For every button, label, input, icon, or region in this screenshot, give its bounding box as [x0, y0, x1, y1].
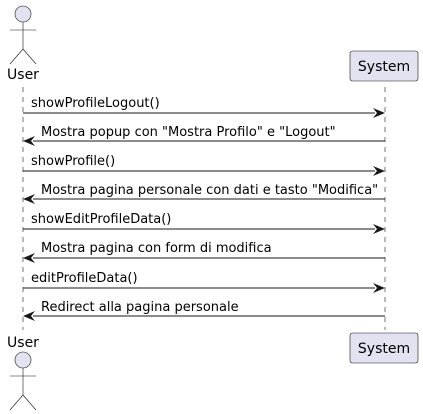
- system-participant-bottom: System: [349, 332, 419, 364]
- message-arrow: Mostra pagina personale con dati e tasto…: [23, 183, 385, 204]
- arrowhead-left: [23, 253, 35, 263]
- message-label: showProfile(): [31, 154, 115, 169]
- arrowhead-right: [373, 166, 385, 176]
- system-participant-label: System: [358, 341, 410, 357]
- arrowhead-right: [373, 224, 385, 234]
- arrowhead-left: [23, 194, 35, 204]
- message-label: editProfileData(): [31, 271, 138, 286]
- user-actor-label: User: [7, 67, 39, 83]
- message-arrow: Mostra popup con "Mostra Profilo" e "Log…: [23, 125, 385, 146]
- system-participant-top: System: [349, 50, 419, 82]
- user-actor-right-leg: [22, 394, 37, 411]
- arrowhead-right: [373, 283, 385, 293]
- message-arrow: showProfile(): [23, 154, 385, 176]
- arrowhead-left: [23, 136, 35, 146]
- message-label: showProfileLogout(): [31, 96, 160, 111]
- user-actor-head: [14, 5, 32, 23]
- message-label: showEditProfileData(): [31, 212, 171, 227]
- message-arrow: Redirect alla pagina personale: [23, 300, 385, 321]
- system-participant-label: System: [358, 59, 410, 75]
- system-participant-box: [349, 332, 419, 364]
- message-arrow: showEditProfileData(): [23, 212, 385, 234]
- user-actor-top: User: [7, 5, 39, 83]
- message-arrow: showProfileLogout(): [23, 96, 385, 118]
- message-label: Redirect alla pagina personale: [41, 300, 239, 315]
- user-actor-bottom: User: [7, 335, 39, 411]
- arrowhead-right: [373, 108, 385, 118]
- system-participant-box: [349, 50, 419, 82]
- message-label: Mostra pagina personale con dati e tasto…: [41, 183, 378, 198]
- user-actor-left-leg: [9, 394, 24, 411]
- message-label: Mostra popup con "Mostra Profilo" e "Log…: [41, 125, 336, 140]
- message-label: Mostra pagina con form di modifica: [41, 241, 272, 256]
- arrowhead-left: [23, 311, 35, 321]
- user-actor-right-leg: [22, 48, 37, 65]
- message-arrow: editProfileData(): [23, 271, 385, 293]
- message-arrow: Mostra pagina con form di modifica: [23, 241, 385, 263]
- user-actor-label: User: [7, 335, 39, 351]
- user-actor-head: [14, 351, 32, 369]
- user-actor-left-leg: [9, 48, 24, 65]
